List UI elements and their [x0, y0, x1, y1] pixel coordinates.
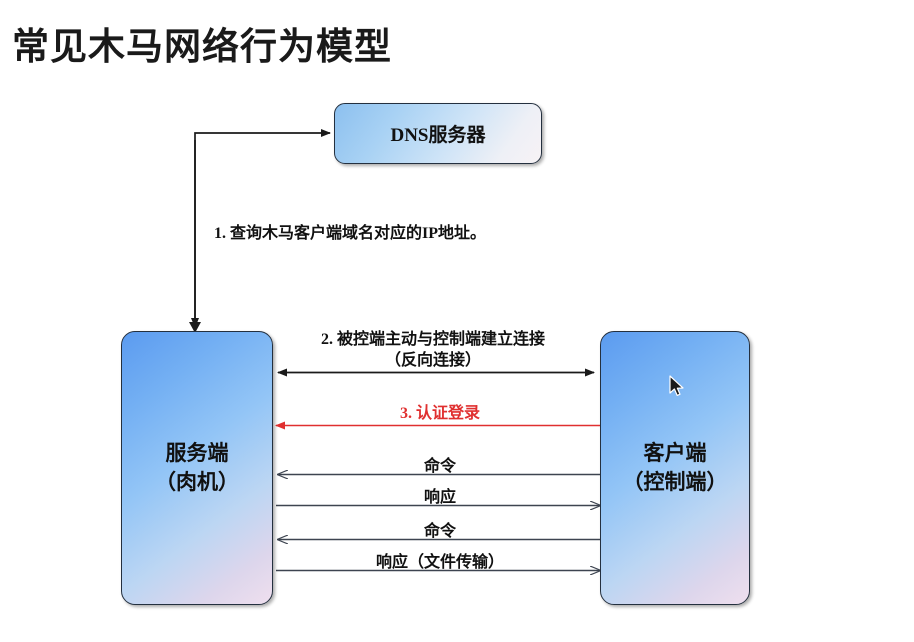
node-client-label-line1: 客户端: [643, 441, 707, 466]
label-command-1: 命令: [423, 458, 456, 475]
label-response-2: 响应（文件传输）: [375, 554, 504, 571]
caption-step-2-line1: 2. 被控端主动与控制端建立连接: [320, 331, 545, 348]
node-server-label-line2: （肉机）: [155, 470, 239, 494]
caption-step-2: 2. 被控端主动与控制端建立连接 （反向连接）: [288, 329, 578, 371]
node-server-victim[interactable]: 服务端 （肉机）: [121, 331, 273, 605]
node-dns-server[interactable]: DNS服务器: [334, 103, 542, 164]
caption-step-1: 1. 查询木马客户端域名对应的IP地址。: [214, 225, 487, 242]
label-response-1: 响应: [423, 489, 456, 506]
node-server-label-line1: 服务端: [165, 441, 229, 466]
node-client-controller[interactable]: 客户端 （控制端）: [600, 331, 750, 605]
node-client-label-line2: （控制端）: [622, 470, 728, 494]
node-dns-server-label: DNS服务器: [390, 125, 486, 146]
caption-step-2-line2: （反向连接）: [384, 352, 481, 370]
label-command-2: 命令: [423, 523, 456, 540]
mouse-pointer-icon: [669, 375, 684, 396]
caption-step-3: 3. 认证登录: [399, 405, 480, 422]
page-title: 常见木马网络行为模型: [12, 26, 392, 67]
